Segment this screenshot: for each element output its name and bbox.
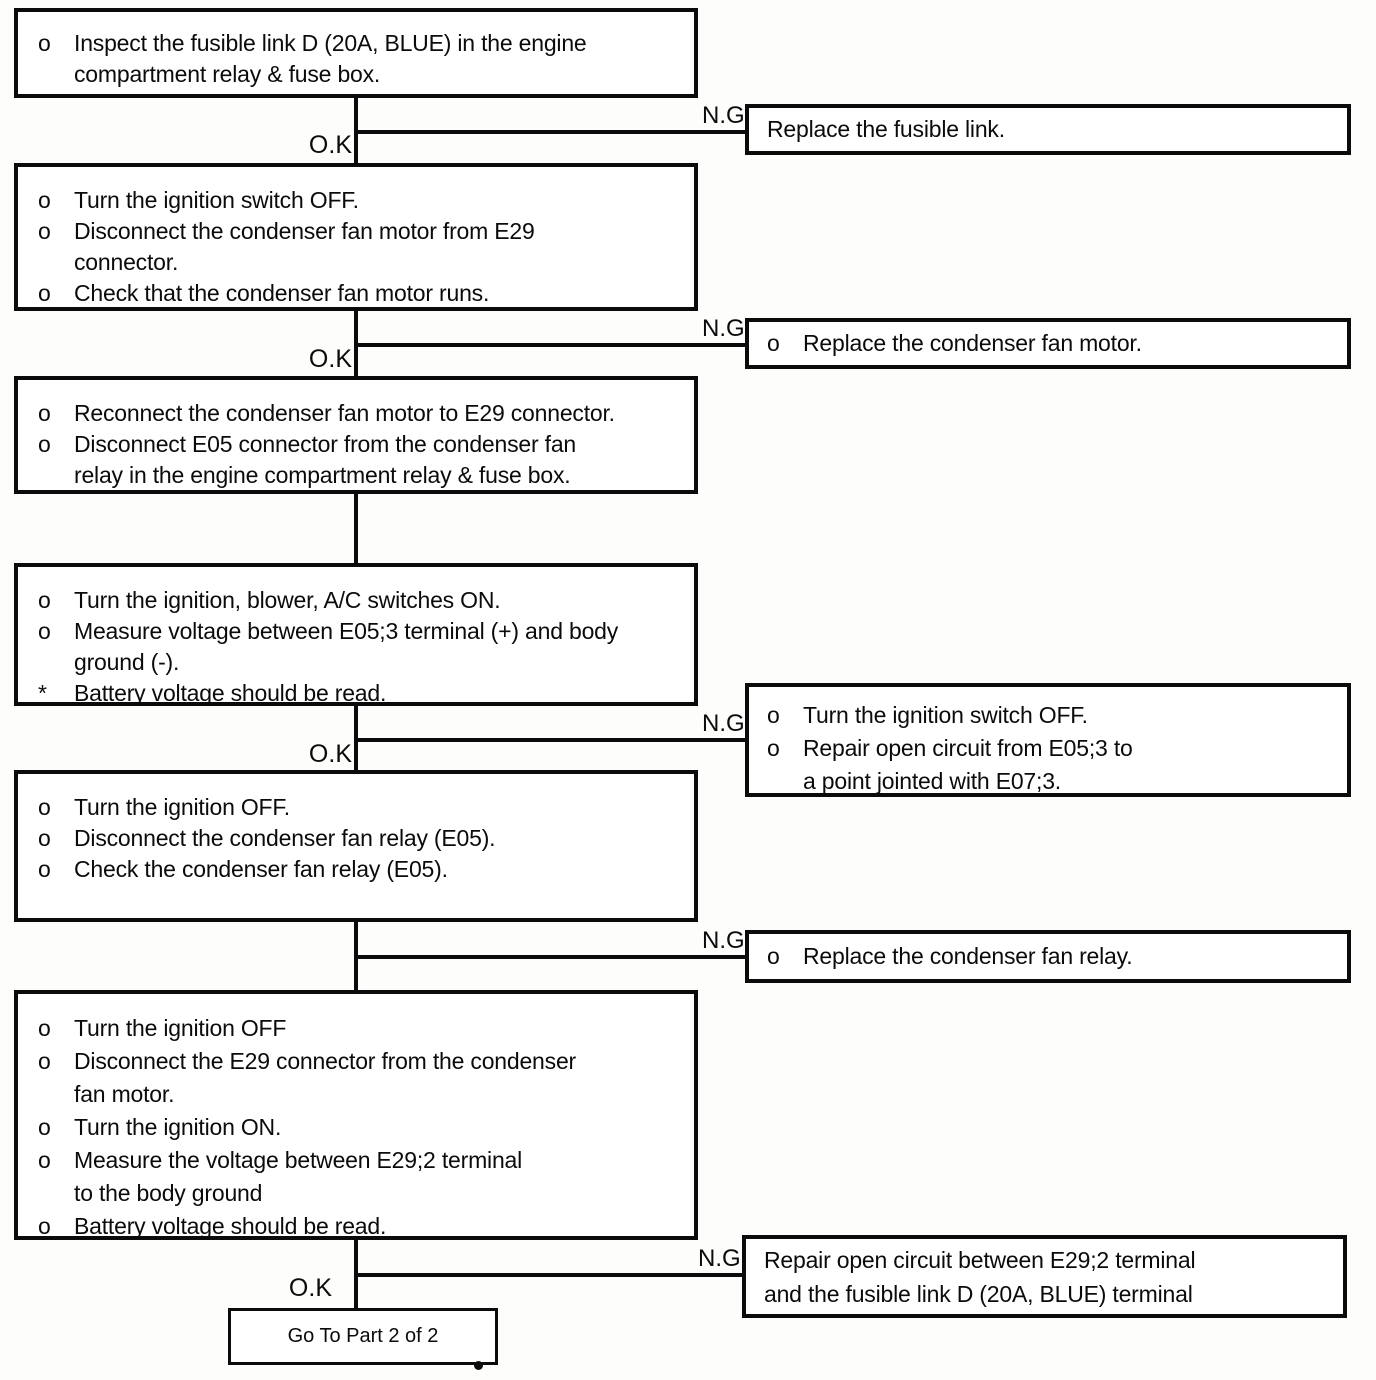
step-text: Turn the ignition OFF. (74, 794, 290, 820)
step-6-item-1: o Turn the ignition OFF (38, 1012, 686, 1045)
ng-item: o Replace the condenser fan motor. (767, 328, 1142, 359)
ng-text: Replace the condenser fan motor. (803, 330, 1142, 356)
step-1-item-1: o Inspect the fusible link D (20A, BLUE)… (38, 28, 686, 90)
step-2-ng-box: o Replace the condenser fan motor. (745, 318, 1351, 369)
ng-label: N.G (702, 710, 745, 737)
bullet-marker: o (38, 825, 51, 851)
step-6-item-4: o Measure the voltage between E29;2 term… (38, 1144, 686, 1210)
bullet-marker: o (38, 587, 51, 613)
ng-label: N.G (702, 315, 745, 342)
step-6-item-2: o Disconnect the E29 connector from the … (38, 1045, 686, 1111)
step-text: Disconnect the E29 connector from the co… (74, 1048, 577, 1107)
step-text: Disconnect the condenser fan relay (E05)… (74, 825, 496, 851)
step-text: Turn the ignition switch OFF. (74, 187, 359, 213)
connector-line (354, 955, 745, 959)
step-5-ng-box: o Replace the condenser fan relay. (745, 930, 1351, 983)
bullet-marker: o (38, 280, 51, 306)
step-5-item-2: o Disconnect the condenser fan relay (E0… (38, 823, 686, 854)
ng-text: Replace the condenser fan relay. (803, 943, 1133, 969)
bullet-marker: o (38, 218, 51, 244)
connector-line (354, 343, 745, 347)
bullet-marker: o (767, 735, 780, 761)
step-text: Reconnect the condenser fan motor to E29… (74, 400, 615, 426)
step-1-box: o Inspect the fusible link D (20A, BLUE)… (14, 8, 698, 98)
step-3-item-2: o Disconnect E05 connector from the cond… (38, 429, 686, 491)
step-4-item-1: o Turn the ignition, blower, A/C switche… (38, 585, 686, 616)
step-text: Disconnect the condenser fan motor from … (74, 218, 535, 275)
step-4-ng-box: o Turn the ignition switch OFF. o Repair… (745, 683, 1351, 797)
ng-item: o Replace the condenser fan relay. (767, 941, 1133, 972)
step-text: Check the condenser fan relay (E05). (74, 856, 448, 882)
step-text: Measure voltage between E05;3 terminal (… (74, 618, 619, 675)
step-5-item-3: o Check the condenser fan relay (E05). (38, 854, 686, 885)
step-5-box: o Turn the ignition OFF. o Disconnect th… (14, 770, 698, 922)
step-text: Check that the condenser fan motor runs. (74, 280, 490, 306)
step-text: Turn the ignition OFF (74, 1015, 287, 1041)
bullet-marker: o (38, 794, 51, 820)
ng-item: Replace the fusible link. (767, 114, 1005, 145)
connector-line (354, 738, 745, 742)
bullet-marker: o (38, 30, 51, 56)
bullet-marker: o (38, 856, 51, 882)
step-6-item-3: o Turn the ignition ON. (38, 1111, 686, 1144)
step-3-item-1: o Reconnect the condenser fan motor to E… (38, 398, 686, 429)
step-text: Disconnect E05 connector from the conden… (74, 431, 577, 488)
ng-item: o Turn the ignition switch OFF. (767, 699, 1341, 732)
bullet-marker: o (767, 943, 780, 969)
step-text: Turn the ignition, blower, A/C switches … (74, 587, 501, 613)
ng-text: Repair open circuit from E05;3 to a poin… (803, 735, 1133, 794)
ok-label: O.K (308, 345, 352, 373)
bullet-marker: o (767, 330, 780, 356)
step-text: Measure the voltage between E29;2 termin… (74, 1147, 523, 1206)
bullet-marker: o (38, 618, 51, 644)
ng-text: Repair open circuit between E29;2 termin… (764, 1247, 1196, 1307)
terminal-label: Go To Part 2 of 2 (287, 1325, 439, 1347)
step-text: Inspect the fusible link D (20A, BLUE) i… (74, 30, 587, 87)
bullet-marker: o (38, 1114, 51, 1140)
ng-text: Replace the fusible link. (767, 116, 1005, 142)
ok-label: O.K (308, 740, 352, 768)
step-6-ng-box: Repair open circuit between E29;2 termin… (742, 1235, 1347, 1318)
scan-artifact-dot (474, 1361, 483, 1370)
step-4-box: o Turn the ignition, blower, A/C switche… (14, 563, 698, 706)
go-to-part-2-box: Go To Part 2 of 2 (228, 1308, 498, 1365)
step-3-box: o Reconnect the condenser fan motor to E… (14, 376, 698, 494)
bullet-marker: o (38, 187, 51, 213)
ok-label: O.K (308, 131, 352, 159)
connector-line (354, 492, 358, 563)
connector-line (354, 1273, 742, 1277)
bullet-marker: o (38, 1015, 51, 1041)
ng-label: N.G (702, 102, 745, 129)
step-4-item-3: * Battery voltage should be read. (38, 678, 686, 709)
note-marker: * (38, 680, 47, 706)
ng-label: N.G (698, 1245, 741, 1272)
step-6-box: o Turn the ignition OFF o Disconnect the… (14, 990, 698, 1240)
bullet-marker: o (38, 431, 51, 457)
step-1-ng-box: Replace the fusible link. (745, 104, 1351, 155)
step-2-item-1: o Turn the ignition switch OFF. (38, 185, 686, 216)
bullet-marker: o (38, 1147, 51, 1173)
step-text: Turn the ignition ON. (74, 1114, 282, 1140)
step-2-item-2: o Disconnect the condenser fan motor fro… (38, 216, 686, 278)
step-6-item-5: o Battery voltage should be read. (38, 1210, 686, 1243)
bullet-marker: o (38, 1213, 51, 1239)
ng-text: Turn the ignition switch OFF. (803, 702, 1088, 728)
ok-label: O.K (288, 1274, 332, 1302)
step-4-item-2: o Measure voltage between E05;3 terminal… (38, 616, 686, 678)
bullet-marker: o (767, 702, 780, 728)
step-text: Battery voltage should be read. (74, 680, 387, 706)
connector-line (354, 130, 745, 134)
connector-line (354, 704, 358, 770)
ng-item: o Repair open circuit from E05;3 to a po… (767, 732, 1341, 798)
bullet-marker: o (38, 1048, 51, 1074)
step-text: Battery voltage should be read. (74, 1213, 387, 1239)
bullet-marker: o (38, 400, 51, 426)
step-5-item-1: o Turn the ignition OFF. (38, 792, 686, 823)
step-2-box: o Turn the ignition switch OFF. o Discon… (14, 163, 698, 311)
step-2-item-3: o Check that the condenser fan motor run… (38, 278, 686, 309)
connector-line (354, 309, 358, 376)
ng-item: Repair open circuit between E29;2 termin… (764, 1243, 1337, 1311)
ng-label: N.G (702, 927, 745, 954)
